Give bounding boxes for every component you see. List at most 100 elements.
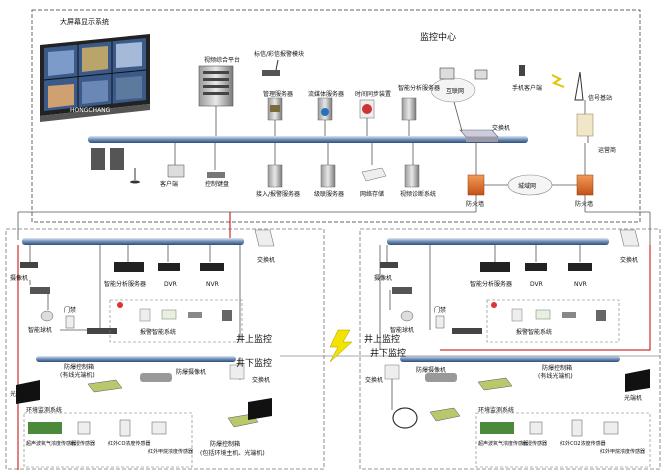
right-underground-bus	[400, 356, 620, 362]
right-env-sensor-3: 红外甲烷浓度传感器	[600, 448, 645, 455]
video-wall	[40, 34, 150, 122]
right-underground-label: 井下监控	[370, 347, 406, 359]
right-env-sensor-2: 红外CO2浓度传感器	[560, 440, 606, 447]
left-env-sensor-0: 超声波氧气浓度传感器	[26, 440, 76, 447]
left-surface-label: 井上监控	[236, 333, 272, 345]
time-sync-label: 时间同步装置	[355, 90, 391, 98]
left-camera2-icon	[30, 287, 50, 294]
mobile-phone-icon	[519, 65, 525, 76]
right-dome-label: 智能球机	[390, 326, 414, 334]
right-explosion-ctrl-sub: (有线光端机)	[538, 372, 573, 380]
left-underground-switch-label: 交换机	[252, 376, 270, 384]
right-door-label: 门禁	[434, 306, 446, 314]
left-dome-label: 智能球机	[28, 326, 52, 334]
right-optical-label: 光端机	[624, 394, 642, 402]
left-explosion-ctrl-icon	[87, 373, 172, 393]
left-switch-label: 交换机	[257, 256, 275, 264]
right-explosion-ctrl-label: 防爆控制箱	[542, 364, 572, 372]
right-surface-label: 井上监控	[364, 333, 400, 345]
left-site-bus	[22, 229, 275, 247]
control-center-title: 监控中心	[420, 31, 456, 43]
time-sync-device	[359, 99, 375, 119]
stream-server-device	[317, 97, 333, 121]
sms-alarm-device	[262, 59, 280, 76]
right-dome-icon	[400, 310, 482, 334]
left-alarm-icons	[117, 302, 232, 322]
control-center-frame	[31, 9, 641, 223]
left-optical-label: 光端机	[10, 390, 28, 398]
left-alarm-label: 报警智能系统	[140, 328, 176, 336]
right-underground-switch-label: 交换机	[365, 376, 383, 384]
mine-site-left-frame	[5, 228, 325, 470]
firewall-right-label: 防火墙	[575, 200, 593, 208]
right-alarm-icons	[491, 302, 606, 322]
left-env-sensor-1: 水浸传感器	[70, 440, 95, 447]
signal-station-label: 信号基站	[588, 94, 612, 102]
left-env-frame	[23, 412, 193, 468]
left-underground-label: 井下监控	[236, 357, 272, 369]
left-camera-label: 摄像机	[10, 274, 28, 282]
right-env-label: 环境监测系统	[478, 406, 514, 414]
left-bottom-ctrl-icon	[227, 398, 272, 428]
center-switch-device	[459, 129, 499, 142]
stream-server-label: 流媒体服务器	[308, 90, 344, 98]
left-optical-icon	[16, 380, 40, 404]
left-explosion-ctrl-sub: (有线光端机)	[60, 371, 95, 379]
firewall-left-icon	[467, 174, 485, 196]
left-dome-icon	[40, 310, 54, 322]
left-smart-server-label: 智能分析服务器	[104, 280, 146, 288]
client-pc-icon	[91, 148, 185, 184]
right-smart-server-label: 智能分析服务器	[470, 280, 512, 288]
right-alarm-label: 报警智能系统	[516, 328, 552, 336]
smart-server-device	[401, 97, 417, 121]
mobile-client-label: 手机客户端	[512, 84, 542, 92]
left-explosion-ctrl-label: 防爆控制箱	[64, 363, 94, 371]
right-env-sensors	[480, 419, 619, 437]
video-diag-device	[404, 164, 420, 188]
right-underground-switch	[384, 364, 400, 410]
video-wall-label: 大屏幕显示系统	[60, 17, 109, 26]
mine-site-right-frame	[359, 228, 661, 470]
indicator-alarm-label: 标信/彩信报警模块	[254, 50, 304, 58]
mgmt-server-device	[267, 97, 283, 121]
lightning-icon	[329, 329, 353, 363]
right-env-sensor-0: 超声波氧气浓度传感器	[478, 440, 528, 447]
right-nvr	[568, 263, 592, 271]
signal-tower-icon	[551, 71, 584, 101]
left-door-icon	[65, 315, 117, 334]
left-camera-icon	[20, 262, 38, 268]
right-switch-label: 交换机	[620, 256, 638, 264]
left-bottom-ctrl-sub: (包括环境主机、光端机)	[200, 449, 265, 457]
cascade-server-label: 级联服务器	[314, 190, 344, 198]
network-storage-label: 网络存储	[360, 190, 384, 198]
right-explosion-ctrl-icon	[392, 373, 513, 429]
smart-server-label: 智能分析服务器	[398, 84, 440, 92]
left-nvr	[200, 263, 224, 271]
center-switch-label: 交换机	[492, 124, 510, 132]
firewall-right-icon	[576, 174, 594, 196]
center-backbone-bus	[88, 136, 528, 143]
right-camera-icon	[380, 262, 412, 294]
video-wall-brand: HONGCHANG	[70, 107, 111, 114]
left-bottom-ctrl-label: 防爆控制箱	[210, 440, 240, 448]
optical-network-label: 城域网	[518, 182, 536, 190]
left-underground-switch	[229, 364, 245, 380]
left-env-sensor-2: 红外CO浓度传感器	[108, 440, 150, 447]
right-optical-icon	[625, 369, 650, 392]
control-keyboard-label: 控制键盘	[205, 180, 229, 188]
video-platform-label: 视频综合平台	[204, 56, 240, 64]
right-camera-label: 摄像机	[374, 274, 392, 282]
left-dvr	[158, 263, 180, 271]
left-env-sensors	[28, 419, 167, 437]
left-dvr-label: DVR	[164, 281, 177, 288]
left-env-sensor-3: 红外甲烷浓度传感器	[148, 448, 193, 455]
control-keyboard-icon	[207, 172, 225, 178]
right-site-bus	[387, 229, 640, 247]
right-explosion-cam-label: 防爆摄像机	[416, 366, 446, 374]
operator-device	[576, 113, 594, 137]
right-dvr	[525, 263, 547, 271]
right-dvr-label: DVR	[530, 281, 543, 288]
access-alarm-label: 接入/报警服务器	[256, 190, 300, 198]
client-label: 客户端	[160, 180, 178, 188]
